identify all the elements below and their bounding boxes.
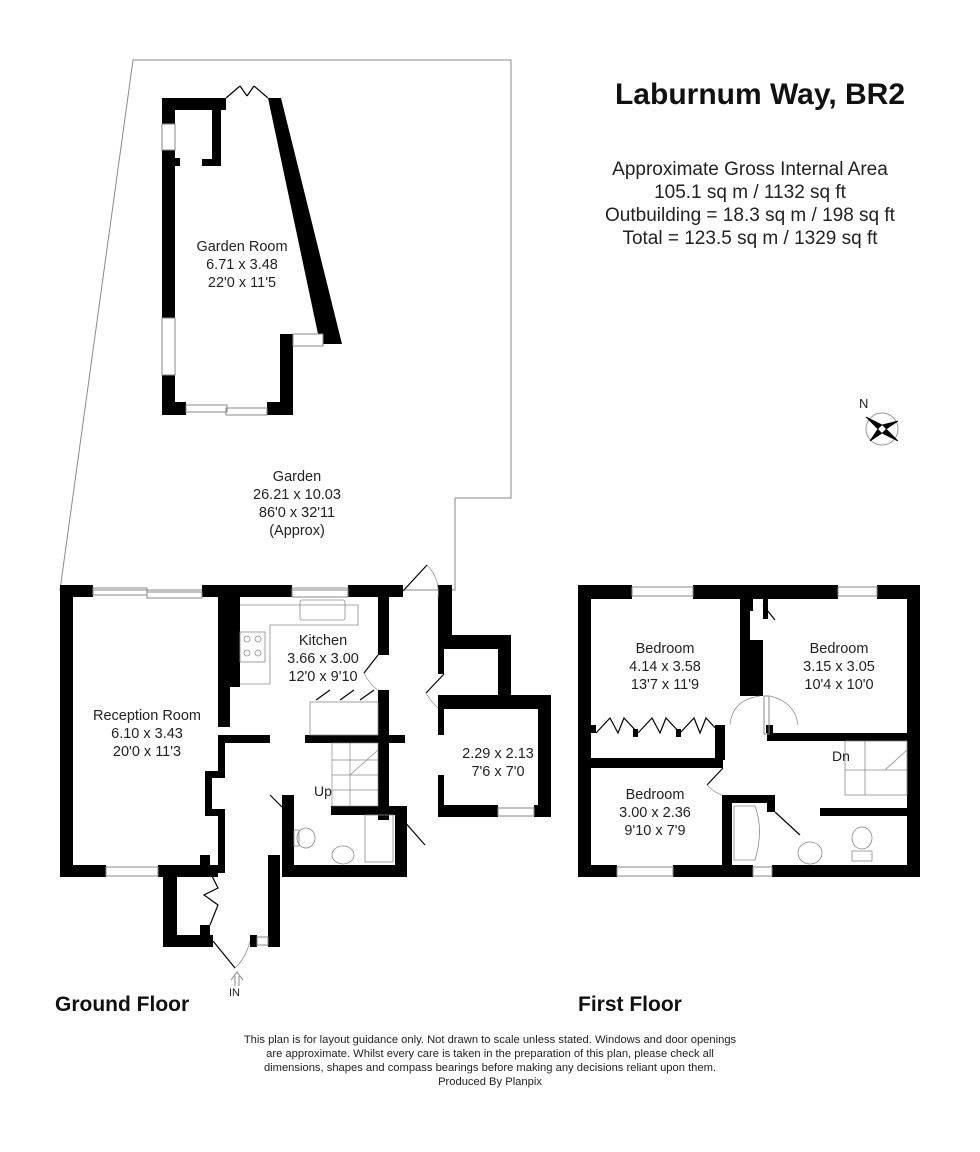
- disclaimer-line-3: dimensions, shapes and compass bearings …: [263, 1062, 717, 1074]
- area-heading: Approximate Gross Internal Area: [612, 159, 888, 180]
- first-floor-windows: [616, 586, 878, 877]
- compass-north-label: N: [859, 396, 869, 411]
- room-label-garden-room: Garden Room 6.71 x 3.48 22'0 x 11'5: [196, 238, 287, 292]
- room-metric: 2.29 x 2.13: [462, 746, 534, 762]
- first-floor-door-swings: [706, 695, 799, 796]
- room-metric: 4.14 x 3.58: [629, 659, 701, 675]
- room-label-kitchen: Kitchen 3.66 x 3.00 12'0 x 9'10: [287, 632, 359, 686]
- producer-credit: Produced By Planpix: [438, 1076, 542, 1088]
- property-title: Laburnum Way, BR2: [614, 78, 906, 111]
- door-swings: [234, 564, 439, 969]
- ground-floor-label: Ground Floor: [55, 993, 190, 1016]
- first-floor-doors: [595, 604, 801, 836]
- first-floor-label: First Floor: [578, 993, 682, 1016]
- room-imperial: 9'10 x 7'9: [624, 823, 686, 839]
- garden-room-doors: [225, 85, 269, 99]
- room-metric: 6.71 x 3.48: [206, 257, 278, 273]
- compass-rose-icon: [865, 412, 899, 446]
- garden-room-walls: [162, 98, 342, 415]
- disclaimer-line-1: This plan is for layout guidance only. N…: [243, 1034, 737, 1046]
- room-name: Reception Room: [93, 708, 201, 724]
- room-imperial: 7'6 x 7'0: [471, 764, 525, 780]
- room-name: Garden: [272, 469, 322, 485]
- disclaimer: This plan is for layout guidance only. N…: [190, 1033, 790, 1089]
- stairs-up-label: Up: [314, 783, 332, 799]
- room-name: Bedroom: [635, 641, 695, 657]
- room-imperial: 13'7 x 11'9: [630, 677, 700, 693]
- room-metric: 6.10 x 3.43: [111, 726, 183, 742]
- room-label-bedroom-3: Bedroom 3.00 x 2.36 9'10 x 7'9: [619, 786, 691, 840]
- room-imperial: 86'0 x 32'11: [258, 505, 336, 521]
- entrance-label: IN: [229, 987, 240, 999]
- first-floor-fixtures: [733, 740, 908, 865]
- room-name: Garden Room: [196, 239, 288, 255]
- room-metric: 3.66 x 3.00: [287, 651, 359, 667]
- room-label-bedroom-1: Bedroom 4.14 x 3.58 13'7 x 11'9: [629, 640, 701, 694]
- area-outbuilding: Outbuilding = 18.3 sq m / 198 sq ft: [605, 205, 895, 226]
- room-metric: 26.21 x 10.03: [253, 487, 341, 503]
- room-label-reception: Reception Room 6.10 x 3.43 20'0 x 11'3: [93, 707, 201, 761]
- room-name: Kitchen: [298, 633, 348, 649]
- room-imperial: 10'4 x 10'0: [804, 677, 874, 693]
- garden-room-windows: [161, 123, 324, 416]
- ground-floor-doors: [202, 564, 445, 969]
- room-imperial: 22'0 x 11'5: [207, 275, 277, 291]
- area-main: 105.1 sq m / 1132 sq ft: [654, 182, 846, 203]
- room-metric: 3.00 x 2.36: [619, 805, 691, 821]
- first-floor-walls: [578, 585, 920, 877]
- area-summary: Approximate Gross Internal Area 105.1 sq…: [560, 158, 940, 250]
- room-name: Bedroom: [809, 641, 869, 657]
- area-total: Total = 123.5 sq m / 1329 sq ft: [622, 228, 878, 249]
- room-label-bedroom-2: Bedroom 3.15 x 3.05 10'4 x 10'0: [803, 640, 875, 694]
- room-label-store: 2.29 x 2.13 7'6 x 7'0: [462, 745, 534, 781]
- room-label-garden: Garden 26.21 x 10.03 86'0 x 32'11 (Appro…: [253, 468, 341, 540]
- room-imperial: 20'0 x 11'3: [112, 744, 182, 760]
- room-note: (Approx): [269, 523, 325, 539]
- kitchen-worktop: [239, 599, 379, 736]
- ground-floor-windows: [92, 587, 535, 946]
- ground-floor-walls: [60, 585, 551, 947]
- room-metric: 3.15 x 3.05: [803, 659, 875, 675]
- stairs-down-label: Dn: [832, 748, 850, 764]
- room-name: Bedroom: [625, 787, 685, 803]
- room-imperial: 12'0 x 9'10: [288, 669, 358, 685]
- ground-stairs: [331, 742, 379, 807]
- wc-fixtures: [293, 814, 394, 865]
- entrance-arrow: [230, 971, 244, 986]
- disclaimer-line-2: are approximate. Whilst every care is ta…: [266, 1048, 714, 1060]
